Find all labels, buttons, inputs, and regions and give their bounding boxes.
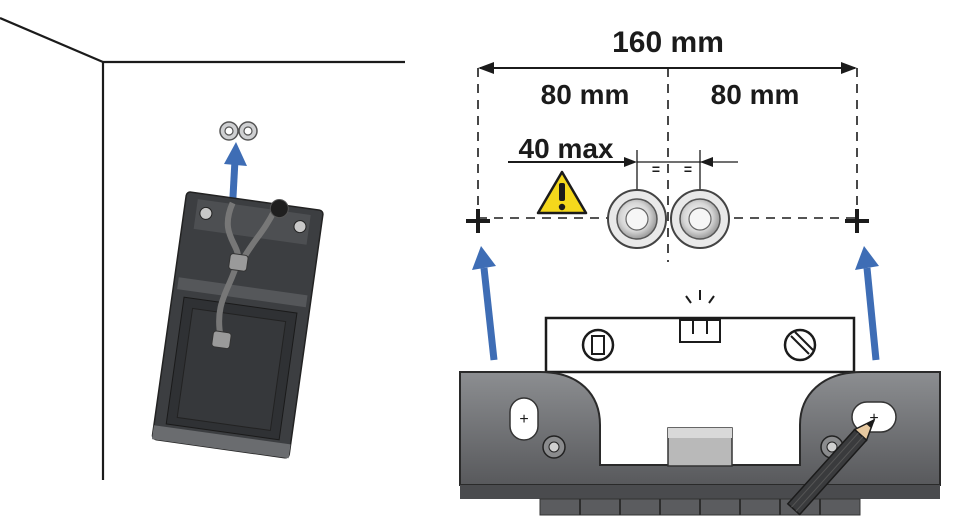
dimension-left-label: 80 mm xyxy=(541,79,630,110)
dimension-total-label: 160 mm xyxy=(612,26,724,59)
svg-text:+: + xyxy=(519,411,528,428)
pencil-icon xyxy=(786,418,876,516)
equal-mark-left: = xyxy=(652,161,660,177)
crosshair-mark-icon xyxy=(466,209,869,233)
dimension-40max xyxy=(508,150,738,192)
extension-lines xyxy=(477,68,858,262)
up-arrow-icon xyxy=(472,246,880,361)
dimension-right-label: 80 mm xyxy=(711,79,800,110)
luminaire-front: + + xyxy=(459,371,941,516)
cable-gland-icon xyxy=(607,189,730,249)
equal-mark-right: = xyxy=(684,161,692,177)
spirit-level-icon xyxy=(544,290,856,374)
svg-text:+: + xyxy=(869,410,878,427)
dimension-40max-label: 40 max xyxy=(519,133,614,164)
wall-corner xyxy=(0,16,405,480)
luminaire-tilted xyxy=(151,191,324,459)
warning-icon xyxy=(536,170,588,215)
wall-glands-icon xyxy=(219,121,258,141)
